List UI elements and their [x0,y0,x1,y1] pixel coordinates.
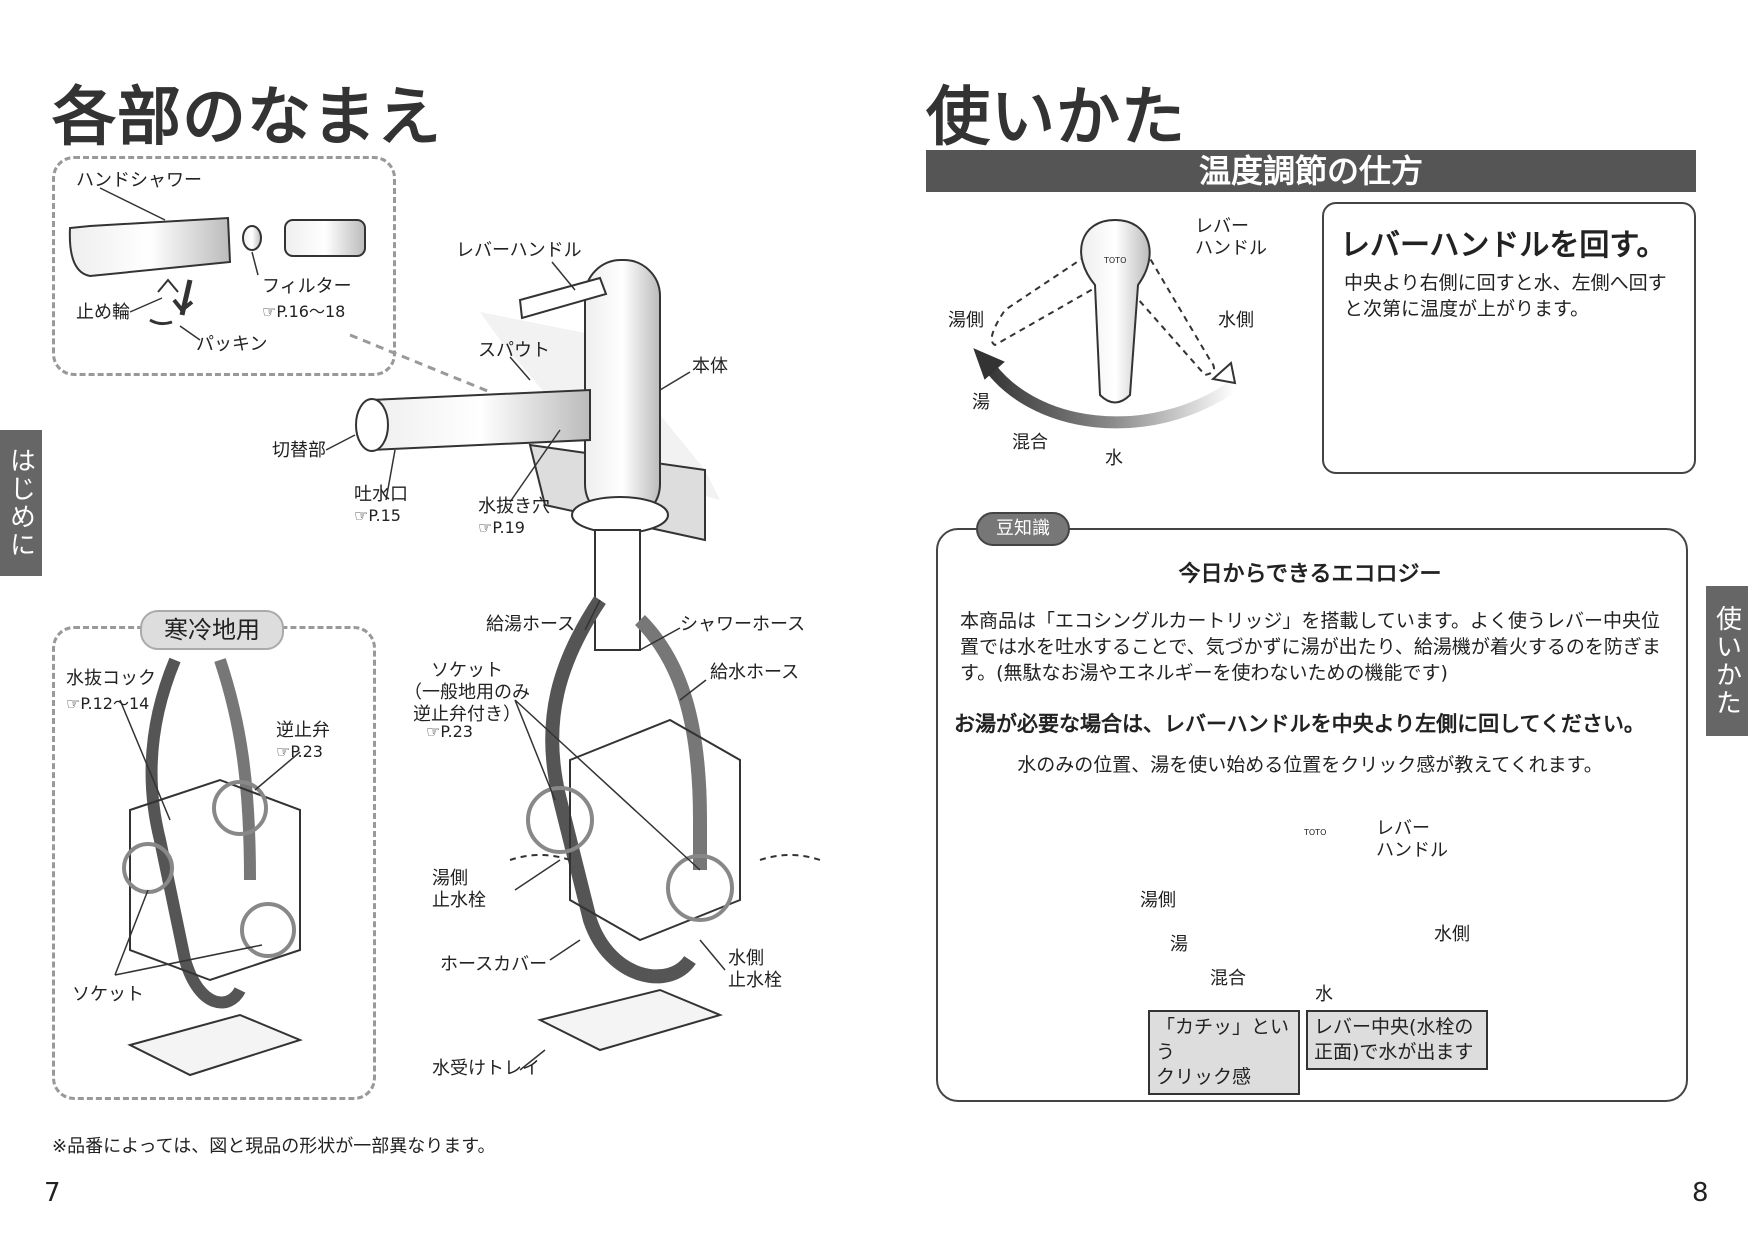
label-switch-part: 切替部 [272,440,326,461]
diag1-label-hot: 湯 [972,392,990,413]
page-title-left: 各部のなまえ [52,81,442,155]
label-cold-hose: 給水ホース [710,662,800,683]
label-shower-hose: シャワーホース [680,614,806,635]
label-spout: スパウト [478,340,550,361]
tip-body: 本商品は「エコシングルカートリッジ」を搭載しています。よく使うレバー中央位置では… [960,610,1661,684]
tip-badge: 豆知識 [976,512,1070,546]
tip-note: 水のみの位置、湯を使い始める位置をクリック感が教えてくれます。 [1017,754,1603,776]
ref-drain-hole: ☞P.19 [478,518,525,537]
diag2-label-cold-side: 水側 [1434,924,1470,945]
side-tab-intro: はじめに [0,430,42,576]
label-stop-ring: 止め輪 [76,302,130,323]
faucet-body-drawing [355,259,821,1052]
hand-shower-parts-drawing [68,216,366,326]
ref-outlet: ☞P.15 [354,506,401,525]
label-check-valve: 逆止弁 [276,720,330,741]
cold-region-drawing [122,657,303,1077]
label-hose-cover: ホースカバー [440,954,548,975]
label-packing: パッキン [196,334,268,355]
label-body: 本体 [692,356,728,377]
page-title-right: 使いかた [926,81,1186,155]
leader-lines [99,187,726,1071]
label-socket-general: ソケット （一般地用のみ 逆止弁付き） [404,660,530,725]
tip-box [936,528,1688,1102]
ref-socket-general: ☞P.23 [426,722,473,741]
label-tray: 水受けトレイ [432,1058,540,1079]
diag1-label-lever: レバー ハンドル [1195,216,1267,259]
section-band-temperature: 温度調節の仕方 [926,150,1696,192]
label-filter: フィルター [262,276,352,297]
ref-filter: ☞P.16〜18 [262,302,346,321]
label-outlet: 吐水口 [354,484,408,505]
label-drain-cock: 水抜コック [66,668,156,689]
diag1-label-cold-side: 水側 [1218,310,1254,331]
diag1-label-water: 水 [1105,448,1123,469]
page-number-left: 7 [44,1178,61,1208]
ref-drain-cock: ☞P.12〜14 [66,694,150,713]
lever-diagram-1 [973,218,1239,429]
diag2-label-hot: 湯 [1170,934,1188,955]
label-hot-stop-valve: 湯側 止水栓 [432,868,486,911]
click-feel-label: 「カチッ」という クリック感 [1148,1010,1300,1095]
label-lever-handle: レバーハンドル [456,240,582,261]
instruction-title: レバーハンドルを回す。 [1340,228,1667,263]
diag1-label-mix: 混合 [1012,432,1048,453]
diag2-label-lever: レバー ハンドル [1376,818,1448,861]
diag1-toto-logo: TOTO [1104,256,1127,265]
instruction-body: 中央より右側に回すと水、左側へ回すと次第に温度が上がります。 [1344,272,1667,320]
cold-region-badge: 寒冷地用 [140,610,284,650]
label-hand-shower: ハンドシャワー [76,170,202,191]
side-tab-usage: 使いかた [1706,586,1748,736]
shower-parts-callout-box [52,156,396,376]
center-water-label: レバー中央(水栓の 正面)で水が出ます [1306,1010,1488,1070]
diag2-label-water: 水 [1315,984,1333,1005]
label-drain-hole: 水抜き穴 [478,496,550,517]
page-number-right: 8 [1692,1178,1709,1208]
label-hot-hose: 給湯ホース [486,614,576,635]
tip-title: 今日からできるエコロジー [1178,562,1442,587]
label-socket: ソケット [72,984,144,1005]
ref-check-valve: ☞P.23 [276,742,323,761]
diag2-toto-logo: TOTO [1304,828,1327,837]
diag1-label-hot-side: 湯側 [948,310,984,331]
instruction-box: レバーハンドルを回す。 中央より右側に回すと水、左側へ回すと次第に温度が上がりま… [1322,202,1696,474]
diag2-label-hot-side: 湯側 [1140,890,1176,911]
label-cold-stop-valve: 水側 止水栓 [728,948,782,991]
footnote: ※品番によっては、図と現品の形状が一部異なります。 [52,1136,496,1157]
diag2-label-mix: 混合 [1210,968,1246,989]
tip-emphasis: お湯が必要な場合は、レバーハンドルを中央より左側に回してください。 [954,712,1645,736]
